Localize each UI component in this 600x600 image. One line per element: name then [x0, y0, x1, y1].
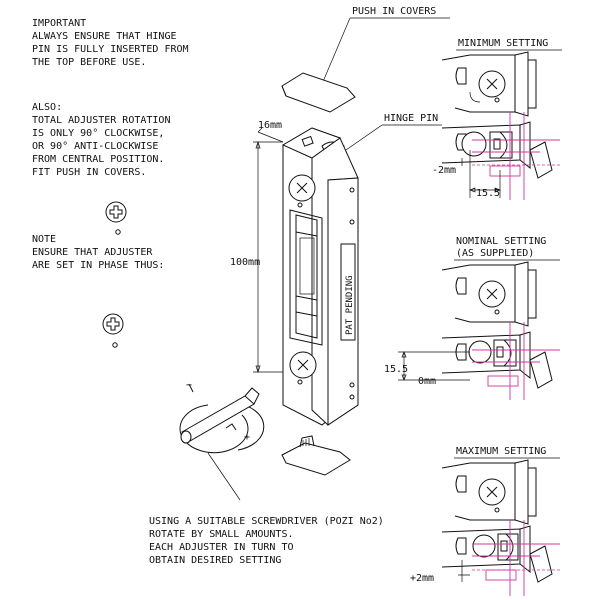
- also-line-4: OR 90° ANTI-CLOCKWISE: [32, 141, 158, 152]
- also-line-3: IS ONLY 90° CLOCKWISE,: [32, 128, 164, 139]
- hinge-pin-label: HINGE PIN: [384, 113, 438, 124]
- screwdriver-note: USING A SUITABLE SCREWDRIVER (POZI No2) …: [149, 516, 384, 566]
- note-line-2: ENSURE THAT ADJUSTER: [32, 247, 153, 258]
- phase-screw-icon-bottom: [102, 313, 124, 348]
- minimum-setting-panel: MINIMUM SETTING -2mm 15.5: [432, 38, 562, 200]
- push-in-covers-label: PUSH IN COVERS: [352, 6, 436, 17]
- screwdriver-line-3: EACH ADJUSTER IN TURN TO: [149, 542, 294, 553]
- nominal-setting-subtitle: (AS SUPPLIED): [456, 248, 534, 259]
- screwdriver-line-1: USING A SUITABLE SCREWDRIVER (POZI No2): [149, 516, 384, 527]
- pat-pending-label: PAT PENDING: [345, 275, 355, 335]
- nominal-offset-label: 0mm: [418, 376, 436, 387]
- nominal-setting-panel: NOMINAL SETTING (AS SUPPLIED) 15.5 0mm: [384, 236, 560, 400]
- important-line-2: ALWAYS ENSURE THAT HINGE: [32, 31, 177, 42]
- minimum-dim-label: 15.5: [476, 188, 500, 199]
- hinge-pin-leader: [345, 124, 442, 151]
- phase-screw-icon-top: [105, 201, 127, 235]
- upper-adjuster-screw: [288, 174, 316, 208]
- height-label: 100mm: [230, 257, 260, 268]
- maximum-offset-label: +2mm: [410, 573, 434, 584]
- note-line-3: ARE SET IN PHASE THUS:: [32, 260, 164, 271]
- push-in-covers-leader: [321, 17, 450, 85]
- top-cover: [281, 72, 356, 113]
- minimum-offset-label: -2mm: [432, 165, 456, 176]
- also-line-6: FIT PUSH IN COVERS.: [32, 167, 146, 178]
- plus-label: +: [244, 432, 250, 443]
- important-note: IMPORTANT ALWAYS ENSURE THAT HINGE PIN I…: [32, 18, 189, 68]
- minus-label: −: [186, 380, 192, 391]
- important-line-3: PIN IS FULLY INSERTED FROM: [32, 44, 189, 55]
- maximum-setting-panel: MAXIMUM SETTING +2mm: [410, 446, 560, 596]
- minimum-setting-title: MINIMUM SETTING: [458, 38, 548, 49]
- also-line-2: TOTAL ADJUSTER ROTATION: [32, 115, 170, 126]
- bottom-cover: [281, 435, 351, 476]
- maximum-setting-title: MAXIMUM SETTING: [456, 446, 546, 457]
- nominal-setting-title: NOMINAL SETTING: [456, 236, 546, 247]
- height-dimension: 100mm: [230, 140, 283, 374]
- also-line-5: FROM CENTRAL POSITION.: [32, 154, 164, 165]
- important-line-1: IMPORTANT: [32, 18, 86, 29]
- note-line-1: NOTE: [32, 234, 56, 245]
- nominal-dim-label: 15.5: [384, 364, 408, 375]
- important-line-4: THE TOP BEFORE USE.: [32, 57, 146, 68]
- screwdriver-line-4: OBTAIN DESIRED SETTING: [149, 555, 281, 566]
- lower-adjuster-screw: [289, 351, 317, 385]
- screwdriver-line-2: ROTATE BY SMALL AMOUNTS.: [149, 529, 294, 540]
- also-note: ALSO: TOTAL ADJUSTER ROTATION IS ONLY 90…: [32, 102, 170, 178]
- also-line-1: ALSO:: [32, 102, 62, 113]
- width-label: 16mm: [258, 120, 282, 131]
- width-dimension: 16mm: [257, 120, 284, 143]
- strike-body: PAT PENDING: [281, 127, 359, 426]
- screwdriver-rotation-diagram: − +: [179, 380, 265, 501]
- phase-note: NOTE ENSURE THAT ADJUSTER ARE SET IN PHA…: [32, 234, 164, 271]
